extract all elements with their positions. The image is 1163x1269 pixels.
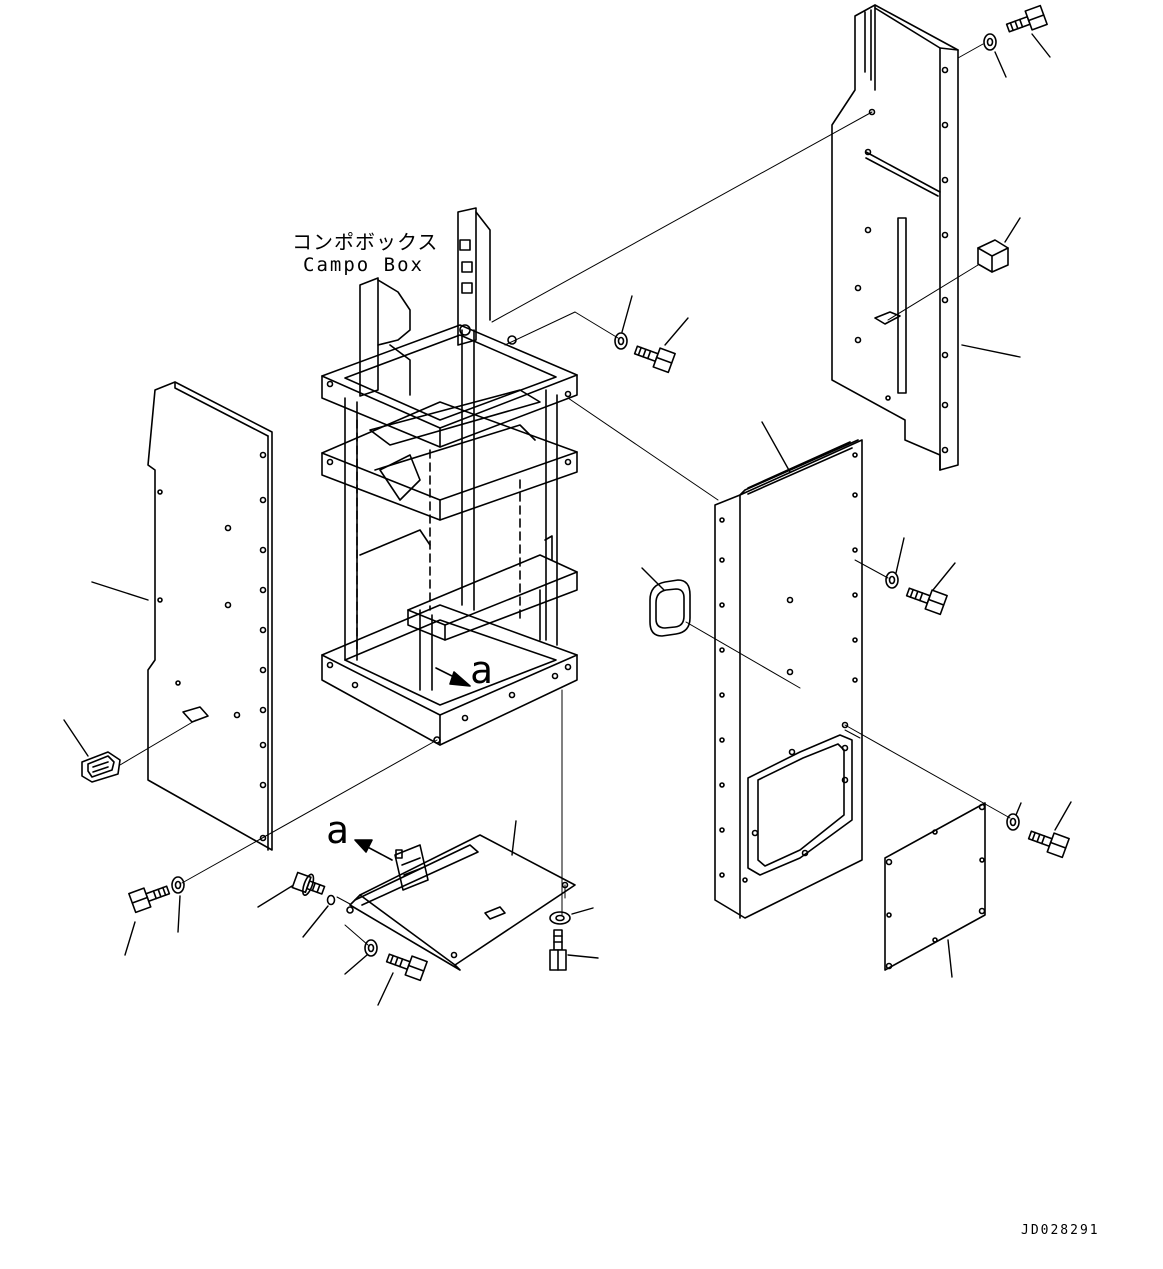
bolt-upper-mid [631, 339, 676, 374]
component-box-label-jp: コンポボックス [292, 230, 439, 254]
drawing-number: JD028291 [1021, 1223, 1100, 1238]
bolt-bottom-mid [383, 947, 428, 982]
small-washer [326, 894, 336, 906]
bolt-flange [291, 871, 326, 897]
washer-bottom-mid [364, 939, 378, 957]
callout-leaders [63, 33, 1072, 1006]
right-rubber-block [977, 239, 1009, 273]
bolt-top-right [1003, 4, 1048, 39]
view-mark-a-upper: a [470, 648, 493, 692]
view-arrow-lower [354, 839, 393, 861]
left-side-panel [147, 381, 273, 851]
bolt-vertical [549, 929, 567, 971]
washer-upper-mid [614, 332, 628, 350]
bolt-right-low [1025, 824, 1070, 859]
component-box-frame [321, 207, 578, 746]
inspection-cover [884, 802, 986, 971]
view-mark-a-lower: a [326, 808, 349, 852]
left-grommet [81, 751, 121, 783]
washer-top-right [983, 33, 997, 51]
right-front-panel [714, 439, 863, 919]
component-box-label-en: Campo Box [303, 254, 424, 276]
gasket-ring [649, 579, 691, 637]
washer-right-mid [885, 571, 899, 589]
bolt-left-low [128, 879, 173, 914]
view-arrow-upper [435, 667, 471, 687]
bottom-plate [346, 834, 576, 971]
washer-vertical [549, 911, 571, 925]
right-upper-panel [831, 4, 959, 471]
assembly-lines [119, 43, 1011, 946]
bolt-right-mid [903, 581, 948, 616]
washer-right-low [1006, 813, 1020, 831]
washer-left-low [171, 876, 185, 894]
